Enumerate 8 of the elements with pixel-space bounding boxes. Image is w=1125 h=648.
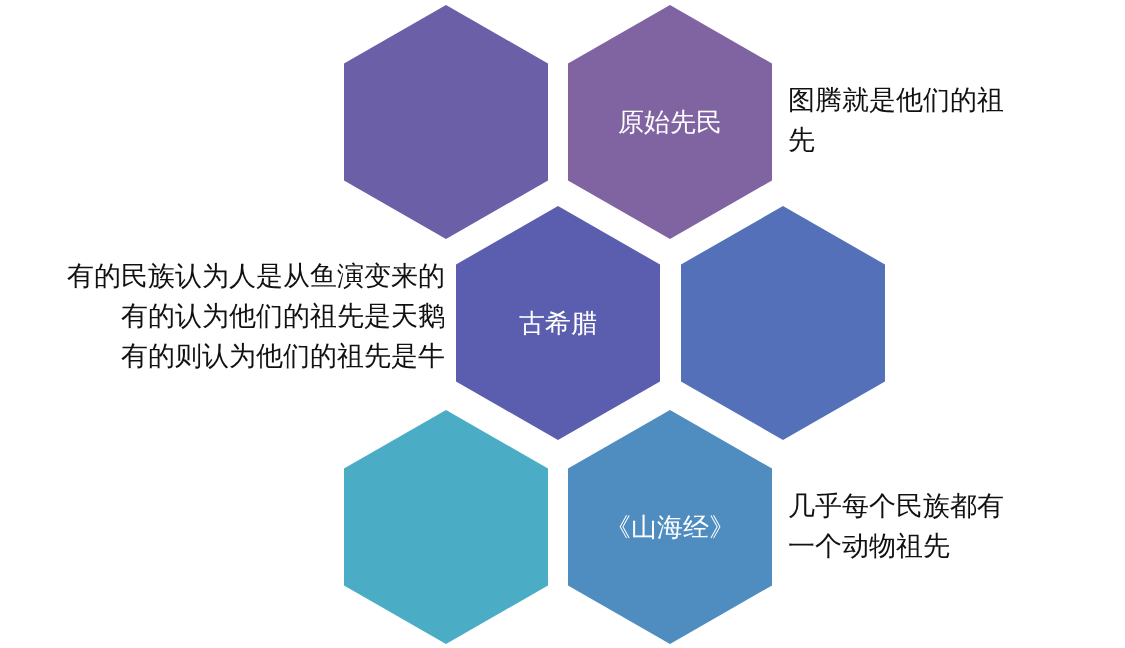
side-note: 几乎每个民族都有一个动物祖先: [788, 489, 1005, 563]
side-note: 有的认为他们的祖先是天鹅: [120, 299, 445, 333]
side-note: 图腾就是他们的祖先: [788, 83, 1005, 157]
hexagon-label: 《山海经》: [605, 510, 735, 544]
hexagon-label: 原始先民: [618, 105, 722, 139]
hexagon-label: 古希腊: [519, 306, 597, 340]
side-note: 有的则认为他们的祖先是牛: [120, 339, 445, 373]
side-note: 有的民族认为人是从鱼演变来的: [66, 259, 445, 293]
